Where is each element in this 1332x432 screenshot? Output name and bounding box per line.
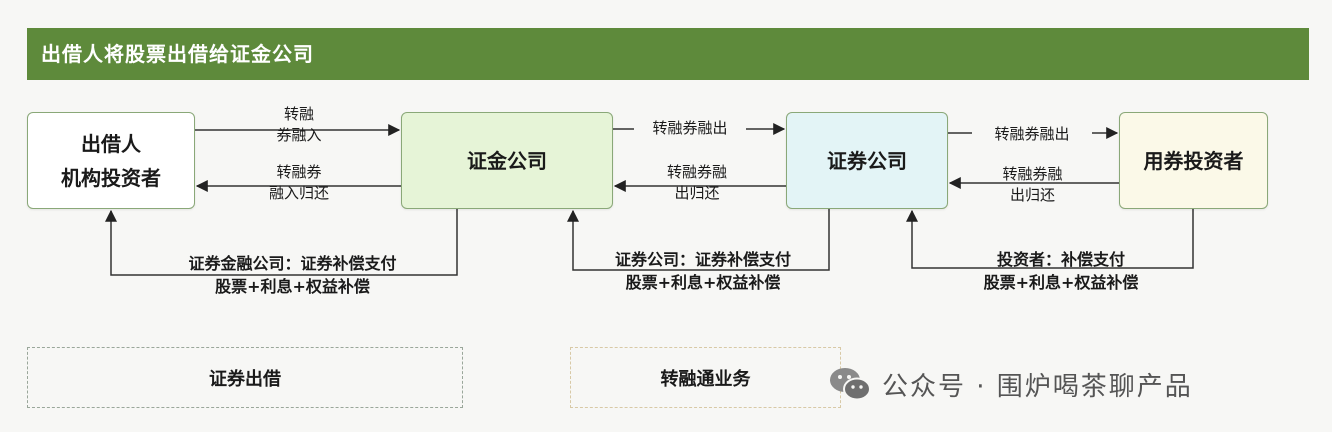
label-broker-pay: 证券公司：证券补偿支付 股票+利息+权益补偿 <box>586 248 820 294</box>
node-csf-label: 证金公司 <box>467 148 547 173</box>
label-investor-pay: 投资者：补偿支付 股票+利息+权益补偿 <box>956 248 1166 294</box>
label-lend-return-line1: 转融券 <box>276 163 322 181</box>
node-csf: 证金公司 <box>401 112 613 209</box>
label-lend-in-line2: 券融入 <box>276 126 322 144</box>
node-investor-label: 用券投资者 <box>1143 148 1244 173</box>
node-lender: 出借人 机构投资者 <box>27 112 195 209</box>
label-investor-pay-line1: 投资者：补偿支付 <box>996 250 1125 269</box>
node-investor: 用券投资者 <box>1119 112 1268 209</box>
label-csf-pay-line2: 股票+利息+权益补偿 <box>215 277 370 296</box>
node-lender-line1: 出借人 <box>81 131 141 156</box>
label-broker-return-line2: 出归还 <box>1009 186 1055 204</box>
label-broker-pay-line1: 证券公司：证券补偿支付 <box>614 250 791 269</box>
arrow-investor-pay <box>906 209 1194 269</box>
label-csf-return-line2: 出归还 <box>674 184 720 202</box>
wechat-icon <box>830 368 871 401</box>
label-broker-return-line1: 转融券融 <box>1002 165 1063 183</box>
group-securities-lending-label: 证券出借 <box>209 368 281 390</box>
label-csf-return-line1: 转融券融 <box>666 163 727 181</box>
label-lend-in-line1: 转融 <box>283 105 314 123</box>
label-broker-return: 转融券融 出归还 <box>985 164 1080 206</box>
label-lend-return: 转融券 融入归还 <box>259 162 339 204</box>
label-broker-out-text: 转融券融出 <box>994 125 1070 143</box>
node-broker-label: 证券公司 <box>827 148 907 173</box>
label-broker-pay-line2: 股票+利息+权益补偿 <box>625 273 781 292</box>
label-lend-in: 转融 券融入 <box>264 104 334 146</box>
node-lender-line2: 机构投资者 <box>61 165 161 190</box>
header-title: 出借人将股票出借给证金公司 <box>41 42 314 66</box>
label-csf-pay: 证券金融公司：证券补偿支付 股票+利息+权益补偿 <box>150 252 435 298</box>
label-broker-out: 转融券融出 <box>972 124 1092 145</box>
node-broker: 证券公司 <box>786 112 948 209</box>
header-banner: 出借人将股票出借给证金公司 <box>27 28 1309 80</box>
arrow-csf-pay <box>105 209 458 276</box>
group-refinancing-label: 转融通业务 <box>660 368 751 390</box>
arrow-broker-pay <box>567 209 830 271</box>
label-investor-pay-line2: 股票+利息+权益补偿 <box>983 273 1139 292</box>
group-securities-lending: 证券出借 <box>27 347 463 408</box>
group-refinancing: 转融通业务 <box>570 347 841 408</box>
watermark-text: 公众号 · 围炉喝茶聊产品 <box>882 371 1193 402</box>
label-csf-out-text: 转融券融出 <box>652 119 728 137</box>
label-csf-return: 转融券融 出归还 <box>652 162 742 204</box>
label-lend-return-line2: 融入归还 <box>268 184 329 202</box>
label-csf-pay-line1: 证券金融公司：证券补偿支付 <box>188 254 397 273</box>
watermark: 公众号 · 围炉喝茶聊产品 <box>828 364 1193 404</box>
label-csf-out: 转融券融出 <box>634 118 746 139</box>
